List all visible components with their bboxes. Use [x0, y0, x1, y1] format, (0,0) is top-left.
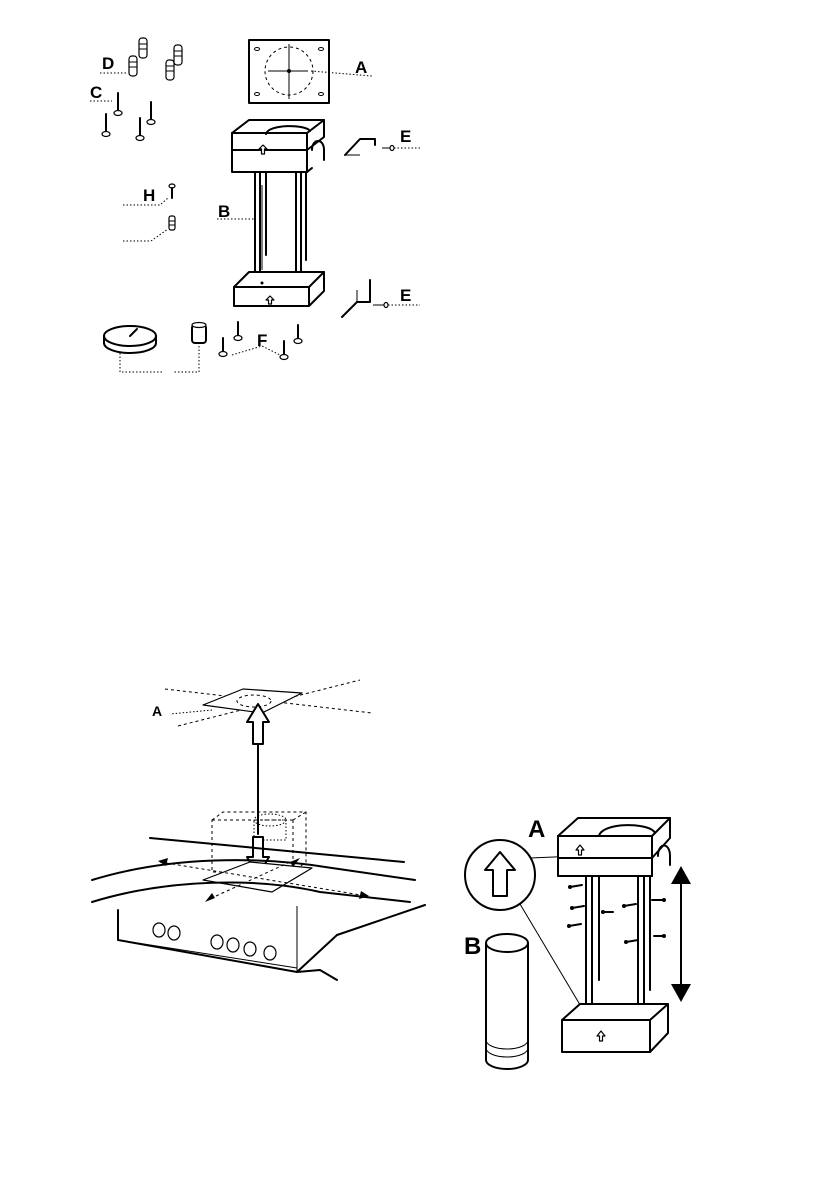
mounting-diagram: A: [92, 680, 425, 980]
label-h: H: [143, 186, 155, 205]
spacer-tube: [192, 323, 206, 344]
height-adjust-arrow: [671, 866, 691, 1002]
frame-assembly: [558, 818, 670, 1052]
fasteners-h: [169, 184, 175, 230]
screws-c: [102, 93, 155, 141]
label-b-assembly: B: [464, 933, 481, 960]
label-e-top: E: [400, 127, 411, 146]
assembly-diagram: A B: [464, 816, 691, 1069]
round-cover: [104, 326, 156, 353]
control-knobs: [153, 923, 276, 960]
label-a-mounting: A: [152, 703, 162, 719]
bracket-e-top: [345, 139, 394, 155]
duct-tube-b: [486, 934, 528, 1069]
label-c: C: [90, 83, 102, 102]
label-d: D: [102, 54, 114, 73]
wall-plugs-d: [129, 38, 182, 80]
label-a-assembly: A: [528, 816, 545, 843]
label-b: B: [218, 202, 230, 221]
parts-diagram: D C A: [90, 38, 420, 372]
bracket-e-bottom: [342, 280, 388, 317]
ceiling-plate-a: [249, 40, 329, 103]
frame-b: [232, 120, 324, 306]
label-f: F: [257, 331, 267, 350]
label-a: A: [355, 58, 367, 77]
label-e-bottom: E: [400, 286, 411, 305]
